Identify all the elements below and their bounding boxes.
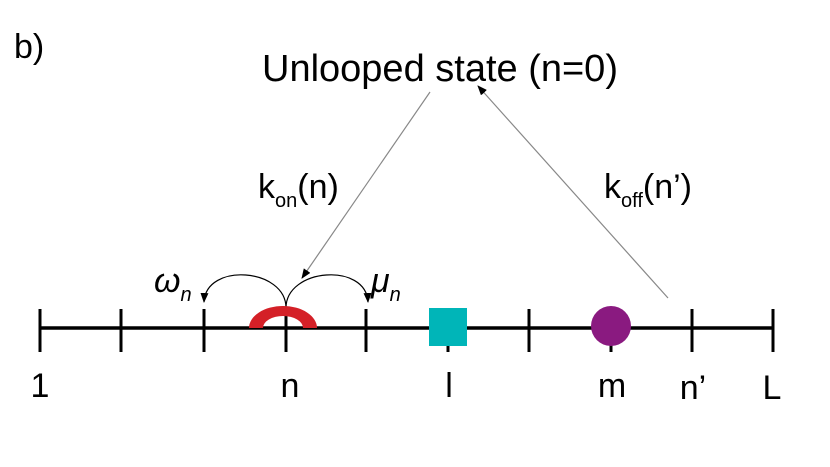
k-on-base: k	[258, 168, 276, 206]
k-off-arrow	[477, 85, 669, 299]
mu-base: μ	[370, 262, 390, 300]
unlooped-state-title: Unlooped state (n=0)	[262, 48, 618, 90]
mu-sub: n	[390, 284, 401, 306]
hop-left-arrow	[200, 274, 287, 309]
circle-marker	[591, 306, 631, 346]
k-on-label: kon(n)	[258, 168, 339, 212]
site-label-L: L	[763, 369, 782, 407]
square-marker	[429, 308, 467, 346]
k-on-arrow	[301, 91, 431, 279]
k-off-base: k	[604, 168, 622, 206]
site-label-m: m	[598, 367, 626, 405]
panel-label: b)	[14, 28, 44, 66]
omega-sub: n	[180, 284, 191, 306]
site-label-l: l	[445, 367, 453, 405]
site-label-1: 1	[31, 367, 50, 405]
k-on-sub: on	[275, 190, 297, 212]
mu-label: μn	[370, 262, 401, 306]
loop-arc-marker	[249, 306, 317, 328]
tick-marks	[38, 309, 775, 352]
k-off-sub: off	[621, 190, 643, 212]
omega-label: ωn	[154, 262, 192, 306]
k-off-label: koff(n’)	[604, 168, 692, 212]
k-off-arg: (n’)	[643, 168, 692, 206]
k-on-arg: (n)	[297, 168, 339, 206]
omega-base: ω	[154, 262, 180, 300]
hop-right-arrow	[285, 274, 372, 309]
site-label-n: n	[281, 367, 300, 405]
site-label-n-prime: n’	[680, 369, 706, 407]
